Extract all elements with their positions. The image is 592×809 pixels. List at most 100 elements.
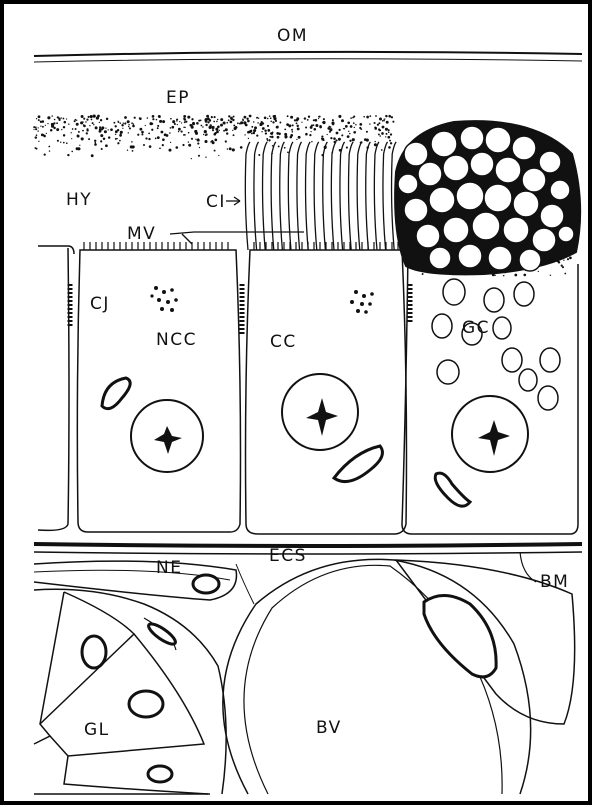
label-ecs: ECS [269, 548, 307, 565]
stipple-dot [71, 151, 73, 153]
mucus-granule [484, 288, 504, 312]
cell-junctions [70, 284, 410, 334]
stipple-dot [211, 116, 213, 118]
stipple-dot [292, 131, 294, 133]
stipple-dot [388, 115, 391, 118]
stipple-dot [269, 136, 271, 138]
stipple-dot [268, 139, 270, 141]
stipple-dot [366, 131, 368, 133]
stipple-dot [353, 131, 356, 134]
stipple-dot [47, 123, 48, 124]
mucus-granule [538, 386, 558, 410]
stipple-dot [267, 118, 269, 120]
stipple-dot [46, 133, 47, 134]
mucus-granule [456, 182, 484, 210]
stipple-dot [243, 116, 246, 119]
cilium [314, 142, 319, 250]
cilium [280, 142, 285, 250]
stipple-dot [117, 121, 118, 122]
stipple-dot [223, 130, 225, 132]
stipple-dot [91, 119, 93, 121]
stipple-dot [182, 144, 184, 146]
stipple-dot [77, 135, 80, 138]
stipple-dot [352, 138, 355, 141]
stipple-dot [54, 119, 56, 121]
endothelial-nucleus [424, 595, 496, 676]
stipple-dot [93, 124, 94, 125]
stipple-dot [178, 128, 181, 131]
stipple-dot [132, 125, 135, 128]
cilia [245, 142, 396, 250]
mucus-granule [512, 136, 536, 160]
stipple-dot [204, 118, 207, 121]
stipple-dot [191, 138, 193, 140]
stipple-dot [287, 115, 289, 117]
stipple-dot [387, 136, 390, 139]
stipple-dot [561, 265, 563, 267]
stipple-dot [378, 133, 380, 135]
stipple-dot [93, 115, 96, 118]
stipple-dot [567, 258, 569, 260]
stipple-dot [212, 129, 214, 131]
stipple-dot [388, 131, 390, 133]
stipple-dot [253, 132, 255, 134]
stipple-dot [225, 128, 228, 131]
ncc-outline [77, 250, 240, 532]
label-cj: CJ [90, 296, 110, 313]
stipple-dot [51, 115, 53, 117]
mucus-granule [550, 180, 570, 200]
stipple-dot [563, 260, 564, 261]
stipple-dot [115, 125, 117, 127]
stipple-dot [205, 156, 206, 157]
stipple-dot [82, 130, 84, 132]
mucus-granule [404, 142, 428, 166]
mucus-granule [519, 369, 537, 391]
stipple-dot [131, 141, 133, 143]
stipple-dot [106, 118, 108, 120]
stipple-dot [503, 275, 505, 277]
stipple-dot [232, 148, 235, 151]
stipple-dot [240, 146, 243, 149]
stipple-dot [157, 127, 159, 129]
stipple-dot [166, 134, 169, 137]
stipple-dot [247, 131, 250, 134]
left-edge-cell-wall [38, 248, 69, 530]
mucus-granule [418, 162, 442, 186]
label-om: OM [277, 28, 308, 45]
gland-nuclei [82, 621, 178, 782]
stipple-dot [113, 122, 115, 124]
stipple-dot [197, 143, 199, 145]
stipple-dot [381, 132, 384, 135]
stipple-dot [220, 124, 223, 127]
stipple-dot [91, 154, 94, 157]
stipple-dot [383, 120, 384, 121]
stipple-dot [47, 116, 50, 119]
stipple-dot [230, 117, 233, 120]
stipple-dot [191, 158, 192, 159]
ncc-granule-dots [150, 286, 177, 312]
stipple-dot [249, 115, 252, 118]
stipple-dot [369, 123, 370, 124]
stipple-dot [38, 119, 40, 121]
stipple-dot [258, 154, 260, 156]
stipple-dot [89, 125, 90, 126]
stipple-dot [168, 149, 171, 152]
stipple-dot [390, 133, 392, 135]
stipple-dot [261, 124, 263, 126]
stipple-dot [53, 127, 55, 129]
stipple-dot [301, 122, 302, 123]
stipple-dot [100, 134, 103, 137]
stipple-dot [287, 151, 289, 153]
stipple-dot [278, 145, 280, 147]
stipple-dot [155, 138, 157, 140]
mucus-granule [429, 187, 455, 213]
cilium [263, 142, 268, 250]
stipple-dot [124, 122, 126, 124]
mucus-granule [558, 226, 574, 242]
stipple-dot [203, 134, 204, 135]
stipple-dot [392, 121, 394, 123]
mucus-granule [539, 151, 561, 173]
stipple-dot [389, 140, 391, 142]
mucus-granule [416, 224, 440, 248]
stipple-dot [148, 138, 150, 140]
